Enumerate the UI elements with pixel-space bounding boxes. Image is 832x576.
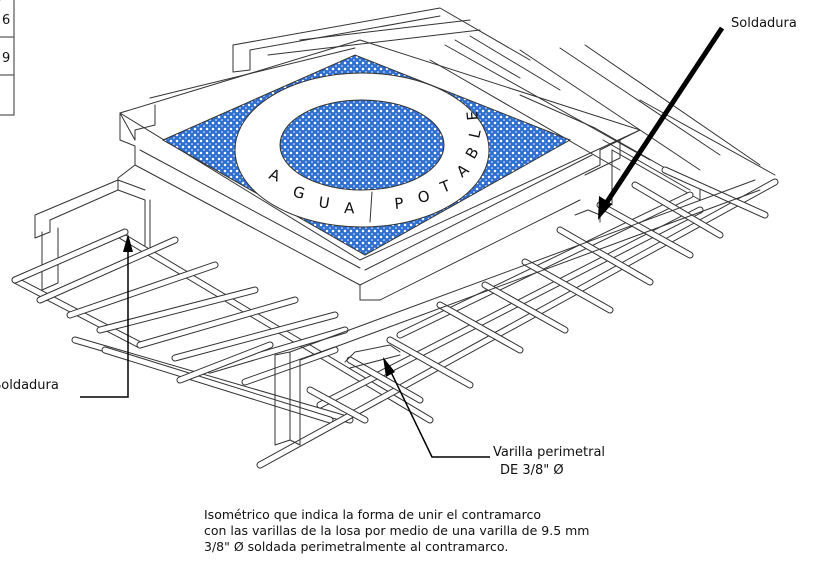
rebar: [36, 236, 179, 304]
rebar: [521, 258, 614, 314]
lid-letter: L: [465, 127, 485, 140]
leader-rod: [383, 357, 490, 458]
rebar: [101, 346, 334, 424]
lid-lettering: A G U A P O T A B L E: [267, 109, 485, 217]
rebar: [631, 181, 724, 239]
rebar: [661, 166, 769, 219]
lid-letter: O: [416, 187, 432, 207]
rebar: [66, 261, 219, 319]
frame: [117, 39, 641, 301]
rod-label-line2: DE 3/8" Ø: [500, 463, 564, 478]
table-cell-2: 9: [2, 51, 10, 66]
left-rebars: [11, 228, 434, 424]
caption-line1: Isométrico que indica la forma de unir e…: [204, 507, 541, 522]
lid-letter: A: [344, 199, 356, 217]
rebar: [596, 201, 694, 259]
table-cell-1: 6: [2, 13, 10, 28]
caption-line2: con las varillas de la losa por medio de…: [204, 523, 590, 538]
rebar: [306, 386, 369, 424]
rebar: [396, 191, 694, 339]
rod-label-line1: Varilla perimetral: [493, 445, 605, 460]
lid-letter: G: [291, 182, 308, 203]
lid-letter: P: [394, 194, 406, 213]
rebar: [481, 281, 569, 334]
lid-center: [279, 99, 445, 191]
rebar: [556, 226, 654, 286]
table-fragment: 6 9: [0, 0, 15, 116]
rebar: [96, 286, 259, 334]
weld-label-top: Soldadura: [731, 16, 797, 31]
right-rebars: [256, 166, 779, 469]
rebar: [11, 228, 129, 284]
leader-weld-left: [80, 234, 133, 398]
rebar: [436, 301, 524, 354]
caption-line3: 3/8" Ø soldada perimetralmente al contra…: [204, 539, 508, 554]
rebar: [256, 178, 779, 469]
rebar: [171, 311, 339, 362]
lid-letter: E: [463, 109, 482, 121]
lid-letter: U: [317, 193, 331, 212]
weld-label-left: Soldadura: [0, 378, 59, 393]
rebar: [386, 336, 474, 389]
back-structure: [232, 7, 776, 176]
rebar: [176, 341, 274, 384]
rebar: [136, 296, 299, 349]
leader-weld-right: [598, 26, 725, 220]
lower-structure: [274, 179, 761, 446]
